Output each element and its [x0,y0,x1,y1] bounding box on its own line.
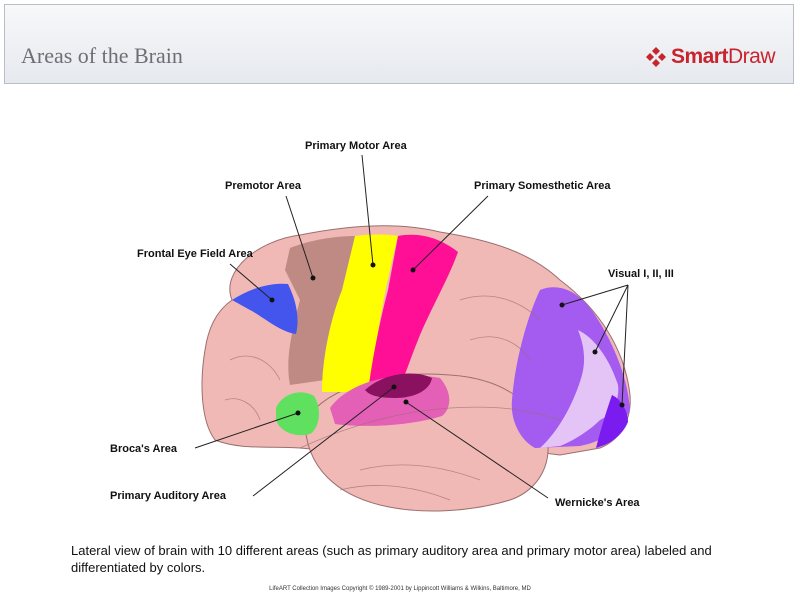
label-primary-somesthetic-area: Primary Somesthetic Area [474,180,611,192]
smartdraw-diamond-icon [645,47,666,67]
premotor-area [285,236,355,385]
primary-motor-area [322,234,398,392]
label-wernickes-area: Wernicke's Area [555,497,640,509]
brain-folds [224,295,561,501]
copyright-notice: LifeART Collection Images Copyright © 19… [269,586,531,592]
leader-lines [194,154,629,499]
logo-text-draw: Draw [727,45,776,68]
primary-auditory-core [365,373,432,398]
label-primary-motor-area: Primary Motor Area [305,140,407,152]
visual-area-3 [596,395,628,448]
logo-text-smart: Smart [670,45,729,68]
page-title: Areas of the Brain [21,43,183,68]
primary-somesthetic-area [368,234,458,392]
leader-dots [269,262,625,416]
visual-area-2 [540,330,619,448]
label-primary-auditory-area: Primary Auditory Area [110,490,226,502]
frontal-eye-field-area [232,283,298,334]
label-premotor-area: Premotor Area [225,180,302,192]
label-frontal-eye-field-area: Frontal Eye Field Area [137,248,253,260]
figure-caption: Lateral view of brain with 10 different … [71,543,712,575]
label-brocas-area: Broca's Area [110,443,178,455]
label-visual-areas: Visual I, II, III [608,268,674,280]
